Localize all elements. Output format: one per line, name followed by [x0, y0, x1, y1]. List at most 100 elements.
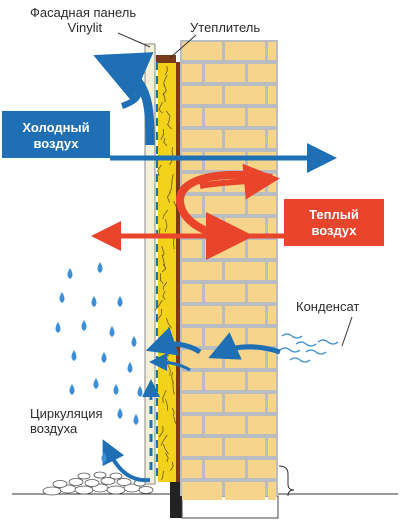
brick — [248, 152, 276, 170]
brick — [182, 196, 202, 214]
water-drop-icon — [117, 408, 123, 419]
water-drop-icon — [117, 296, 123, 307]
brick — [182, 42, 222, 60]
brick — [268, 438, 276, 456]
condensate-flow-arrow-1 — [208, 332, 281, 360]
brick — [205, 416, 245, 434]
brick — [205, 460, 245, 478]
brick — [268, 306, 276, 324]
insulation-crack — [161, 245, 165, 257]
water-drop-icon — [113, 384, 119, 395]
insulation-crack — [160, 128, 165, 140]
water-drop-icon — [69, 384, 75, 395]
brick — [225, 394, 265, 412]
cold-air-label-line1: Холодный — [22, 120, 90, 135]
brick — [268, 262, 276, 280]
insulation-crack — [162, 443, 169, 455]
brick — [182, 64, 202, 82]
vapor-barrier — [176, 62, 180, 482]
brick — [182, 460, 202, 478]
brick — [225, 130, 265, 148]
insulation-crack — [161, 263, 167, 273]
facade-panel-label-line1: Фасадная панель — [30, 5, 137, 20]
brick — [182, 262, 222, 280]
water-drop-icon — [91, 296, 97, 307]
brick — [268, 130, 276, 148]
insulation-label: Утеплитель — [190, 20, 261, 35]
brick — [182, 372, 202, 390]
circulation-label: Циркуляция воздуха — [30, 406, 103, 437]
circulation-label-line2: воздуха — [30, 420, 78, 436]
brick — [205, 152, 245, 170]
insulation-crack — [171, 173, 174, 185]
water-drop-icon — [71, 350, 77, 361]
insulation-crack — [172, 380, 175, 395]
brick — [248, 460, 276, 478]
insulation-crack — [169, 182, 173, 193]
brick — [182, 350, 222, 368]
insulation-crack — [161, 254, 166, 268]
brick — [248, 372, 276, 390]
condensate-label: Конденсат — [296, 299, 360, 314]
brick — [225, 42, 265, 60]
warm-air-swirl — [175, 170, 273, 260]
insulation-crack — [159, 272, 164, 285]
brick — [205, 64, 245, 82]
brick — [225, 350, 265, 368]
foundation — [170, 478, 182, 518]
brick — [225, 86, 265, 104]
cold-air-arrow — [93, 52, 155, 146]
brick — [248, 328, 276, 346]
brick — [268, 394, 276, 412]
insulation-crack — [162, 281, 168, 291]
brick — [182, 438, 222, 456]
insulation-texture — [154, 65, 180, 481]
foundation-bracket — [278, 465, 295, 497]
insulation-crack — [171, 407, 175, 417]
insulation-crack — [165, 398, 168, 411]
brick — [182, 394, 222, 412]
water-drop-icon — [97, 262, 103, 273]
insulation-crack — [167, 119, 172, 130]
condensate-wave-icon — [279, 333, 339, 363]
insulation-crack — [167, 191, 171, 203]
insulation-crack — [171, 146, 174, 157]
water-drop-icon — [131, 336, 137, 347]
brick — [205, 372, 245, 390]
insulation-crack — [158, 101, 163, 114]
insulation-crack — [162, 209, 169, 220]
brick — [205, 240, 245, 258]
insulation-crack — [157, 164, 162, 176]
brick — [205, 328, 245, 346]
insulation-crack — [154, 299, 163, 311]
water-drop-icon — [109, 326, 115, 337]
brick — [225, 438, 265, 456]
warm-air-label-line1: Теплый — [309, 207, 359, 222]
gravel-icon — [42, 471, 154, 496]
warm-air-label-line2: воздух — [311, 223, 357, 239]
insulation-leader — [169, 34, 197, 59]
brick — [182, 284, 202, 302]
facade-leader — [117, 32, 151, 48]
insulation-crack — [165, 110, 171, 121]
water-drop-icon — [137, 386, 143, 397]
brick — [248, 240, 276, 258]
insulation-crack — [170, 461, 174, 472]
insulation-crack — [164, 65, 168, 75]
brick — [182, 152, 202, 170]
water-drop-icon — [93, 378, 99, 389]
water-drop-icon — [55, 322, 61, 333]
brick — [268, 482, 276, 500]
condensate-flow-arrow-2 — [145, 327, 202, 356]
water-drop-icon — [101, 352, 107, 363]
brick — [268, 350, 276, 368]
brick — [182, 328, 202, 346]
brick — [225, 482, 265, 500]
cold-air-label: Холодный воздух — [2, 111, 110, 158]
insulation-crack — [158, 425, 164, 438]
brick — [248, 284, 276, 302]
facade-panel-label-line2: Vinylit — [67, 19, 103, 35]
brick — [268, 218, 276, 236]
insulation-crack — [160, 434, 168, 446]
